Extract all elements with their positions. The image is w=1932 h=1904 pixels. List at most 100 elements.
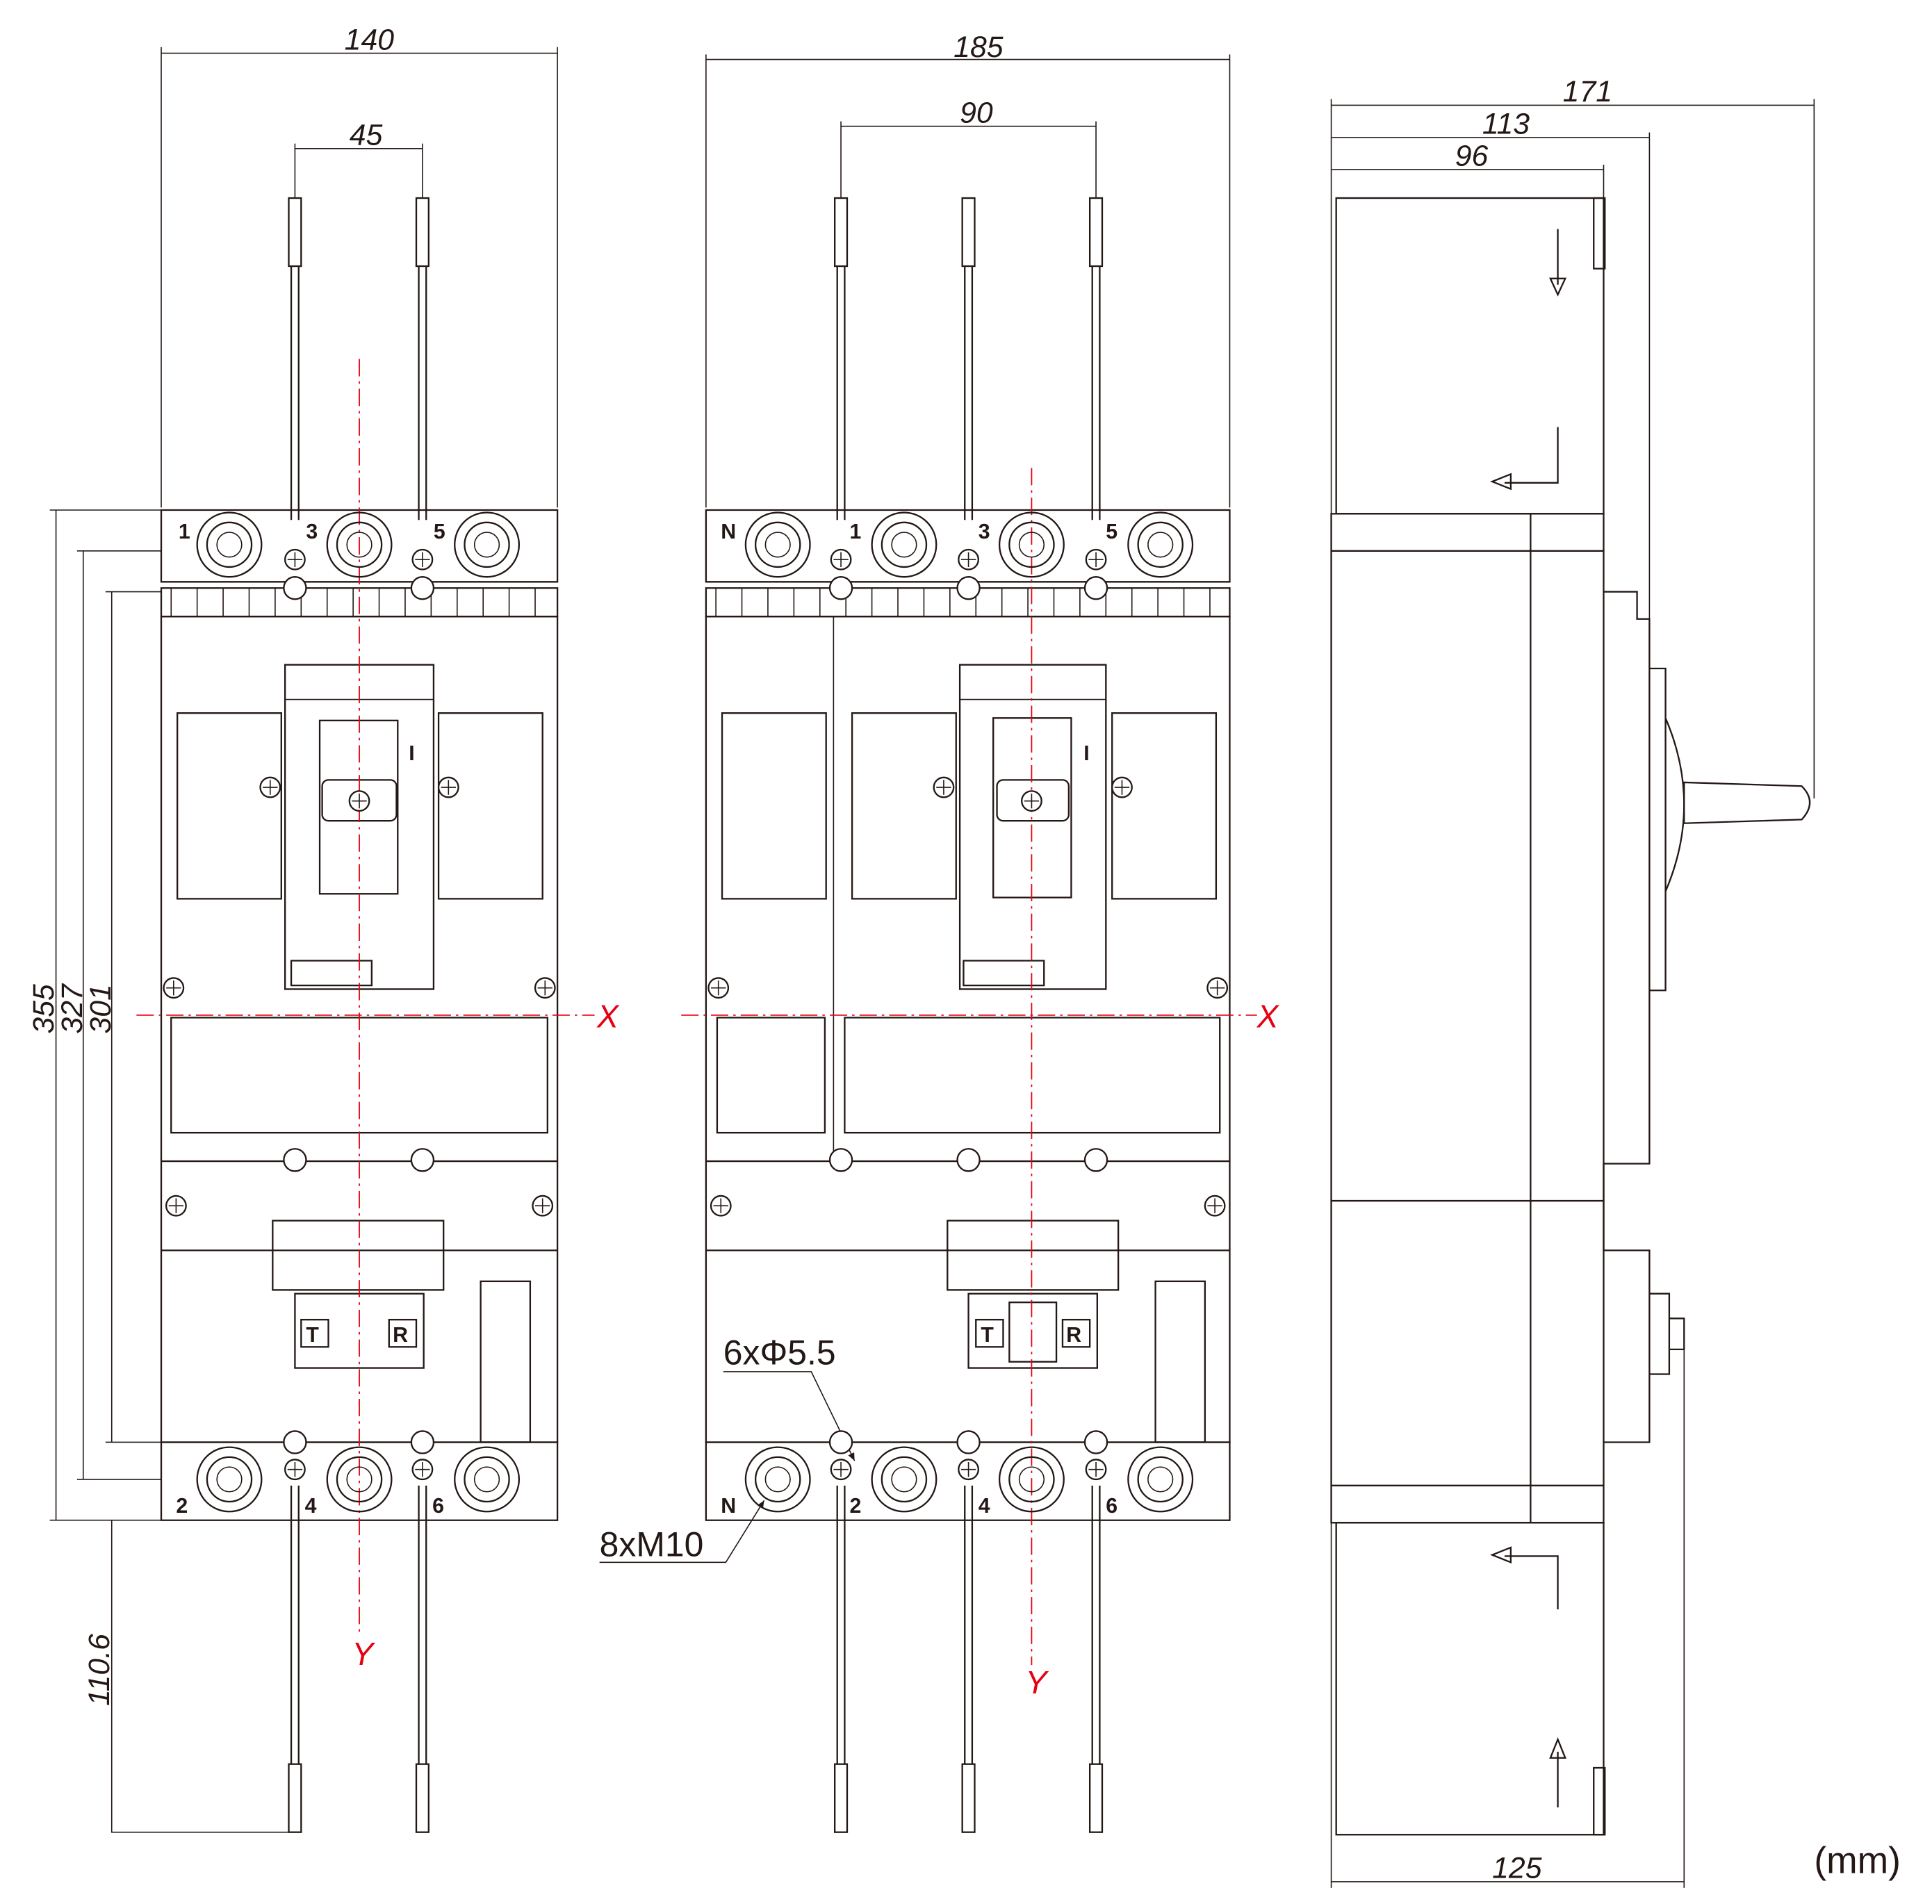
terminal-label-2: 2 <box>176 1495 188 1518</box>
dim-depth-113: 113 <box>1482 107 1530 140</box>
mounting-holes-callout: 6xΦ5.5 <box>723 1333 836 1372</box>
terminal-bolt <box>1137 521 1184 568</box>
terminal-label-6: 6 <box>432 1495 444 1518</box>
center-lines <box>136 359 595 1634</box>
side-view <box>1330 197 1811 1836</box>
mounting-hole <box>828 576 853 600</box>
test-button <box>300 1318 329 1348</box>
screw-slot <box>833 1461 849 1477</box>
busbar-top <box>964 266 974 520</box>
terminal-lug <box>1127 511 1194 578</box>
test-button-label: T <box>306 1324 319 1347</box>
mounting-hole <box>956 576 981 600</box>
busbar-cap <box>961 197 976 268</box>
terminal-bolt <box>754 521 801 568</box>
terminal-label-3: 3 <box>306 520 318 543</box>
screw-slot <box>1207 1198 1222 1213</box>
dim-depth-125: 125 <box>1492 1852 1542 1885</box>
busbar-top <box>1091 266 1101 520</box>
bottom-terminal-cover <box>1335 1522 1605 1836</box>
terminal-bolt <box>1008 521 1055 568</box>
screw-slot <box>263 780 278 795</box>
dim-depth-96: 96 <box>1455 140 1489 173</box>
y-axis-label: Y <box>1026 1664 1049 1700</box>
terminal-bolt <box>1137 1456 1184 1503</box>
mounting-hole <box>956 1148 981 1172</box>
screw-slot <box>352 793 367 809</box>
mounting-hole <box>283 1148 307 1172</box>
terminal-lug <box>196 1446 263 1513</box>
terminal-label-1: 1 <box>179 520 190 543</box>
dim-busbar-110-6: 110.6 <box>83 1634 116 1706</box>
terminal-bolt-core <box>473 1466 500 1493</box>
busbar-bottom <box>1091 1485 1101 1764</box>
screw-slot <box>960 1461 976 1477</box>
terminal-label-6: 6 <box>1106 1495 1118 1518</box>
terminal-lug <box>326 1446 393 1513</box>
screw-slot <box>1209 980 1225 996</box>
terminal-bolt-core <box>891 1466 917 1493</box>
mounting-hole <box>828 1430 853 1454</box>
terminal-bolt <box>1008 1456 1055 1503</box>
terminal-bolt-core <box>891 532 917 558</box>
screw-slot <box>415 1461 430 1477</box>
busbar-cap <box>1088 1763 1104 1833</box>
terminal-bolt <box>881 1456 928 1503</box>
front-view-4-pole: I T R N 1 3 5 N 2 4 6 X Y 6xΦ5.5 8xM10 <box>600 197 1280 1833</box>
terminal-bolt-core <box>216 532 243 558</box>
dim-width-140: 140 <box>345 23 395 56</box>
rating-label <box>272 1220 445 1291</box>
mounting-hole <box>410 576 435 600</box>
busbar-bottom <box>290 1485 300 1764</box>
unit-label: (mm) <box>1814 1840 1901 1881</box>
busbar-cap <box>833 197 849 268</box>
reset-button-label: R <box>393 1324 408 1347</box>
side-strip <box>480 1280 532 1443</box>
terminal-bolt <box>881 521 928 568</box>
terminal-label-n-top: N <box>721 520 736 543</box>
screw-slot <box>1114 780 1130 795</box>
terminal-bolt-core <box>1018 532 1045 558</box>
on-mark: I <box>1083 742 1089 765</box>
screw-slot <box>711 980 726 996</box>
terminal-label-1: 1 <box>850 520 862 543</box>
screw-slot <box>287 552 303 567</box>
front-view-3-pole: I T R 1 3 5 2 4 6 X Y <box>136 197 620 1833</box>
top-terminal-cover <box>1335 197 1605 515</box>
operating-handle <box>1683 781 1811 824</box>
terminal-label-3: 3 <box>979 520 990 543</box>
screw-slot <box>960 552 976 567</box>
terminal-label-n-bottom: N <box>721 1495 736 1518</box>
mounting-hole <box>410 1148 435 1172</box>
terminal-bolt-core <box>1018 1466 1045 1493</box>
cover-panel-right <box>437 712 543 900</box>
terminal-bolt <box>336 1456 383 1503</box>
screw-slot <box>713 1198 728 1213</box>
mounting-hole <box>410 1430 435 1454</box>
terminal-bolt-core <box>216 1466 243 1493</box>
terminal-bolt <box>336 521 383 568</box>
terminal-bolt-core <box>1147 532 1174 558</box>
screw-slot <box>287 1461 303 1477</box>
terminal-lug <box>196 511 263 578</box>
terminal-label-4: 4 <box>305 1495 317 1518</box>
busbar-bottom <box>418 1485 427 1764</box>
busbar-top <box>836 266 846 520</box>
test-button-label: T <box>981 1324 994 1347</box>
side-body <box>1330 513 1605 1524</box>
terminal-bolt-core <box>764 1466 791 1493</box>
terminal-label-5: 5 <box>1106 520 1118 543</box>
screw-slot <box>166 980 181 996</box>
dimensions: 140 45 355 327 301 110.6 185 90 171 113 … <box>27 23 1815 1888</box>
terminal-bolt-core <box>346 532 373 558</box>
screw-slot <box>168 1198 184 1213</box>
test-window <box>290 960 373 987</box>
busbar-cap <box>415 1763 429 1833</box>
screw-slot <box>833 552 849 567</box>
x-axis-label: X <box>1256 999 1280 1035</box>
dim-pitch-45: 45 <box>350 118 383 151</box>
mounting-hole <box>1083 1430 1108 1454</box>
terminal-lug <box>871 511 938 578</box>
on-mark: I <box>409 742 414 765</box>
